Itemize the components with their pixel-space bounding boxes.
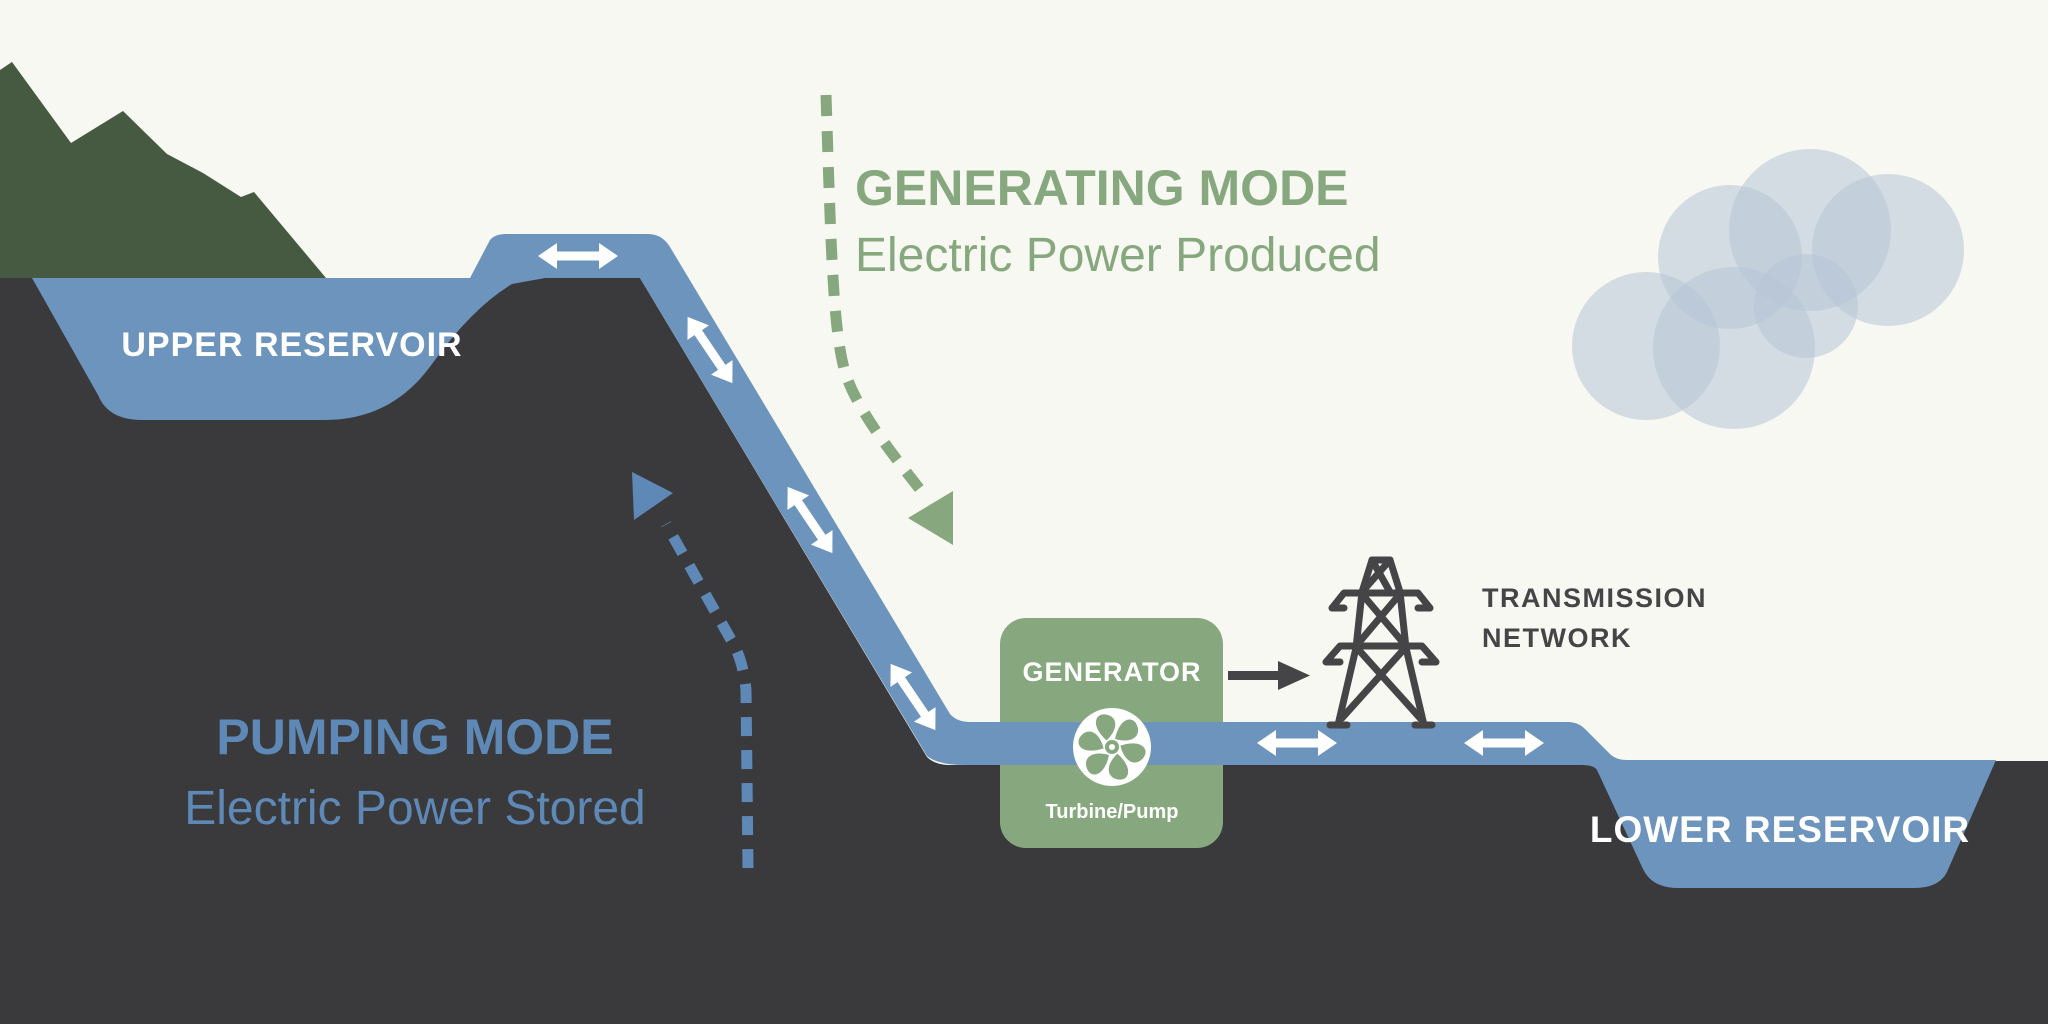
arrow-right-icon <box>1228 661 1310 690</box>
dashed-arrow-up-left-icon <box>632 472 754 869</box>
double-headed-arrow-icon <box>1464 730 1544 756</box>
upper-reservoir-water <box>32 278 545 420</box>
double-headed-arrow-icon <box>1257 730 1337 756</box>
penstock-and-lower-reservoir-water <box>470 234 1996 888</box>
upper-reservoir-label: UPPER RESERVOIR <box>121 326 462 364</box>
generating-mode-title: GENERATING MODE <box>855 160 1349 216</box>
electricity-pylon-icon <box>1322 556 1440 729</box>
cloud-icon <box>1572 149 1964 429</box>
turbine-fan-icon <box>1073 708 1151 786</box>
generator-box: GENERATOR Turbine/Pump <box>996 618 1227 848</box>
ground <box>0 278 2048 1024</box>
pumping-mode-title: PUMPING MODE <box>216 709 613 765</box>
double-headed-arrow-icon <box>538 243 618 269</box>
transmission-network-label-line1: TRANSMISSION <box>1482 583 1707 613</box>
double-headed-arrow-icon <box>787 486 833 554</box>
transmission-network-label-line2: NETWORK <box>1482 623 1632 653</box>
generating-mode-subtitle: Electric Power Produced <box>855 229 1381 282</box>
pumping-mode-subtitle: Electric Power Stored <box>184 782 646 835</box>
generator-sublabel: Turbine/Pump <box>1046 801 1179 823</box>
lower-reservoir-label: LOWER RESERVOIR <box>1590 809 1970 850</box>
double-headed-arrow-icon <box>890 663 936 731</box>
generator-title: GENERATOR <box>1022 657 1201 687</box>
mountain-silhouette <box>0 62 326 278</box>
double-headed-arrow-icon <box>687 316 733 384</box>
dashed-arrow-down-left-icon <box>820 94 953 545</box>
